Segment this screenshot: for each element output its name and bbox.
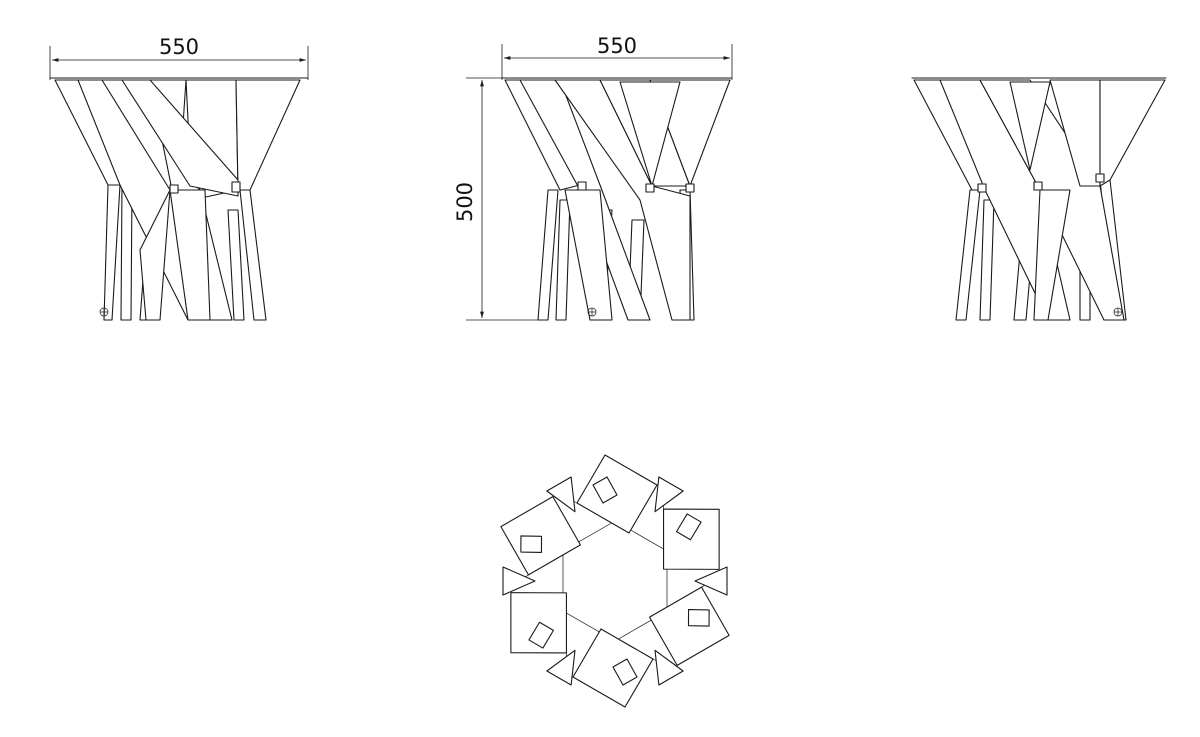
side-width-label: 550 <box>597 34 637 58</box>
top-view <box>500 454 730 708</box>
side-width-dimension: 550 <box>501 34 733 80</box>
side-view: 550 500 <box>453 34 733 321</box>
front-view: 550 <box>49 35 309 321</box>
side-height-label: 500 <box>453 182 477 222</box>
front-width-label: 550 <box>159 35 199 59</box>
front-width-dimension: 550 <box>49 35 309 80</box>
side-height-dimension: 500 <box>453 77 540 321</box>
rear-view <box>911 77 1167 321</box>
